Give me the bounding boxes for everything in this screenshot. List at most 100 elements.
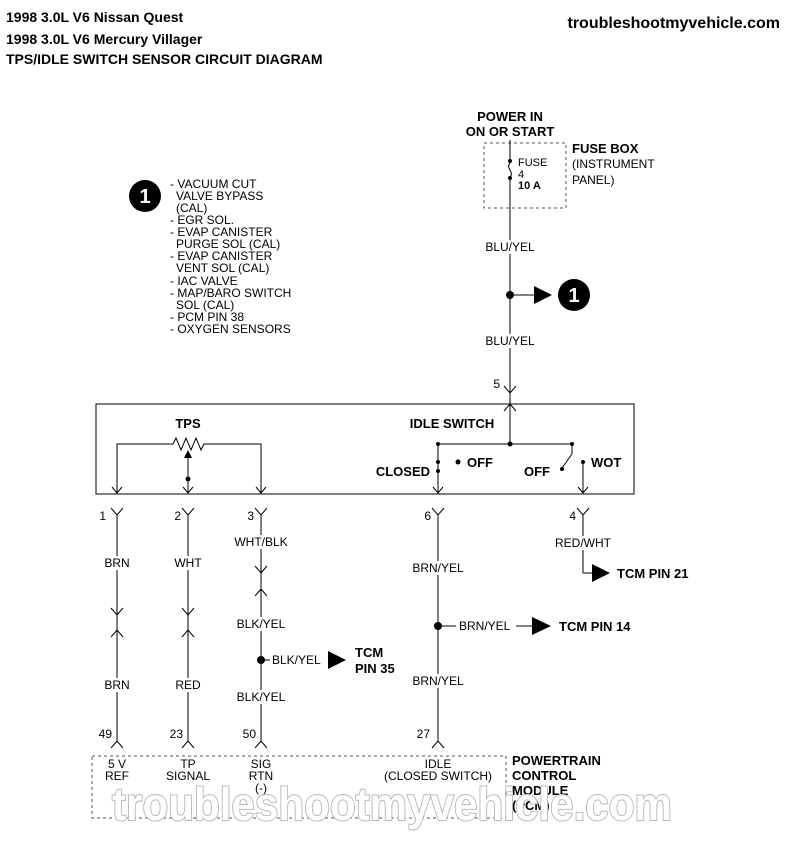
pcm-pin-23-desc-1: TP	[180, 757, 195, 771]
pcm-pin-49-label: 49	[99, 727, 113, 741]
circuit-pin-2: 2 WHT RED 23	[169, 507, 207, 749]
tps-wiper-dot	[185, 476, 191, 482]
pcm-pin-27-desc-2: (CLOSED SWITCH)	[384, 769, 492, 783]
wire-color: BRN/YEL	[412, 561, 464, 575]
label-bg	[98, 556, 136, 570]
label-bg	[456, 619, 516, 633]
header-vehicle-2: 1998 3.0L V6 Mercury Villager	[6, 31, 203, 47]
label-bg	[408, 674, 468, 688]
tps-potentiometer	[116, 436, 262, 493]
wire-color: BRN	[104, 556, 129, 570]
arrow-down-icon	[182, 486, 194, 494]
connector-symbol	[181, 740, 195, 749]
fuse-element	[508, 162, 512, 178]
wire-color: WHT	[174, 556, 202, 570]
fuse-label: FUSE	[518, 157, 547, 169]
arrow-down-icon	[110, 607, 124, 616]
connector-symbol	[110, 629, 124, 638]
power-in-label: POWER IN	[477, 109, 543, 124]
closed-label: CLOSED	[376, 464, 430, 479]
fuse-terminal-top	[508, 159, 512, 163]
callout-item: VALVE BYPASS	[176, 189, 263, 203]
wire-color: RED	[175, 678, 201, 692]
arrow-down-icon	[432, 486, 444, 494]
pcm-pin-23-desc-2: SIGNAL	[166, 769, 210, 783]
pcm-pin-27-label: 27	[417, 727, 431, 741]
label-bg	[169, 556, 207, 570]
callout-item: - OXYGEN SENSORS	[170, 322, 291, 336]
connector-symbol	[254, 507, 268, 516]
arrow-down-icon	[255, 486, 267, 494]
callout-item: - MAP/BARO SWITCH	[170, 286, 291, 300]
connector-symbol	[431, 507, 445, 516]
tcm-pin-14-label: TCM PIN 14	[559, 619, 631, 634]
arrow-down-icon	[577, 486, 589, 494]
off-left-dot	[455, 459, 461, 465]
connector-symbol	[254, 740, 268, 749]
feed-wire-color-upper: BLU/YEL	[485, 240, 535, 254]
off-left-label: OFF	[467, 455, 493, 470]
callout-item: PURGE SOL (CAL)	[176, 237, 280, 251]
wire-color: BLK/YEL	[237, 617, 286, 631]
wire-color: RED/WHT	[555, 536, 612, 550]
fuse-box-sub2: PANEL)	[572, 173, 614, 187]
pcm-box-outline	[91, 755, 507, 819]
pcm-pin-49-desc-1: 5 V	[108, 757, 126, 771]
arrow-up-icon	[503, 403, 517, 412]
label-bg	[232, 617, 290, 631]
wire-color: BRN	[104, 678, 129, 692]
connector-symbol	[181, 507, 195, 516]
callout-item: - EVAP CANISTER	[170, 225, 273, 239]
callout-item: (CAL)	[176, 201, 207, 215]
fuse-box-sub1: (INSTRUMENT	[572, 157, 655, 171]
pin-1-label: 1	[99, 509, 106, 523]
wire-color: BLK/YEL	[272, 653, 321, 667]
fuse-box-title: FUSE BOX	[572, 141, 639, 156]
feed-pin-label: 5	[493, 377, 500, 391]
pcm-pin-50-label: 50	[243, 727, 257, 741]
pin-2-label: 2	[174, 509, 181, 523]
fuse-rating: 10 A	[518, 180, 541, 192]
tps-title: TPS	[175, 416, 201, 431]
pcm-title-1: POWERTRAIN	[512, 753, 601, 768]
callout-badge-left	[129, 180, 161, 212]
circuit-pin-6: 6 BRN/YEL BRN/YEL TCM PIN 14 BRN/YEL 27	[408, 507, 631, 749]
power-on-start-label: ON OR START	[466, 124, 555, 139]
idle-bus-junction	[507, 441, 513, 447]
sensor-component-box	[95, 403, 635, 495]
arrow-right-icon	[328, 651, 346, 669]
arrow-down-icon	[181, 607, 195, 616]
connector-symbol	[431, 740, 445, 749]
label-bg	[270, 653, 328, 667]
wot-label: WOT	[591, 455, 621, 470]
header-vehicle-1: 1998 3.0L V6 Nissan Quest	[6, 9, 184, 25]
pcm-pin-50-desc-3: (-)	[255, 781, 267, 795]
wire-color: WHT/BLK	[234, 535, 287, 549]
connector-symbol	[181, 629, 195, 638]
connector-symbol	[110, 507, 124, 516]
wot-switch-blade	[561, 453, 573, 469]
label-bg	[478, 334, 542, 348]
header-site: troubleshootmyvehicle.com	[568, 15, 781, 32]
label-bg	[98, 678, 136, 692]
watermark: troubleshootmyvehicle.com	[112, 778, 672, 830]
fuse-box-outline	[483, 142, 567, 209]
callout-item: SOL (CAL)	[176, 298, 234, 312]
wire-color: BRN/YEL	[459, 619, 511, 633]
arrow-to-callout-icon	[534, 286, 552, 304]
pin-3-label: 3	[247, 509, 254, 523]
callout-item: - VACUUM CUT	[170, 177, 257, 191]
wire-color: BRN/YEL	[412, 674, 464, 688]
callout-badge-right-number: 1	[568, 285, 579, 307]
circuit-pin-4: 4 RED/WHT TCM PIN 21	[550, 507, 689, 582]
feed-wire-color-lower: BLU/YEL	[485, 334, 535, 348]
callout-badge-right	[558, 279, 590, 311]
tcm-pin-35-label-2: PIN 35	[355, 661, 395, 676]
label-bg	[169, 678, 207, 692]
label-bg	[478, 240, 542, 254]
pin-4-label: 4	[569, 509, 576, 523]
circuit-pin-3: 3 WHT/BLK BLK/YEL BLK/YEL TCM PIN 35 BLK…	[230, 507, 395, 749]
label-bg	[230, 535, 292, 549]
wire-color: BLK/YEL	[237, 690, 286, 704]
